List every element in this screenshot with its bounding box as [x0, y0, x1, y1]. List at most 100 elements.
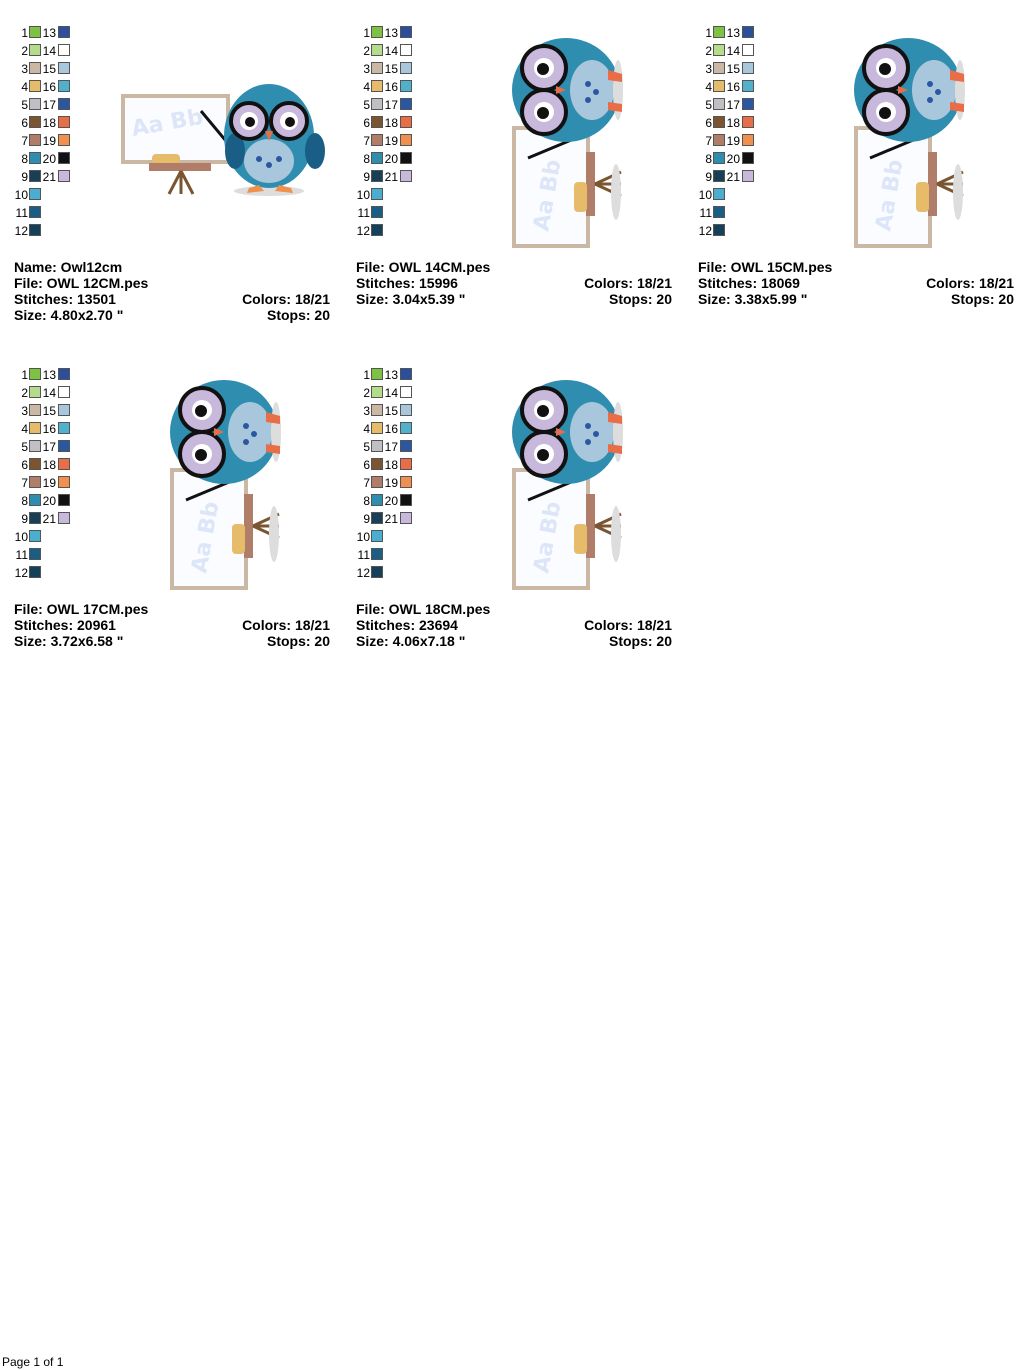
palette-swatch	[400, 134, 412, 146]
palette-number: 7	[705, 134, 712, 148]
owl-teacher-vertical-art: Aa Bb	[512, 380, 623, 590]
palette-swatch	[400, 422, 412, 434]
palette-swatch	[713, 170, 725, 182]
palette-swatch	[371, 224, 383, 236]
palette-swatch	[29, 44, 41, 56]
palette-number: 3	[21, 404, 28, 418]
palette-number: 21	[384, 170, 398, 184]
palette-number: 13	[726, 26, 740, 40]
palette-number: 16	[726, 80, 740, 94]
palette-number: 5	[363, 98, 370, 112]
design-size: Size: 4.80x2.70 "	[14, 307, 124, 323]
palette-number: 10	[14, 530, 28, 544]
design-size: Size: 4.06x7.18 "	[356, 633, 466, 649]
palette-number: 15	[42, 404, 56, 418]
palette-number: 8	[363, 152, 370, 166]
palette-number: 20	[42, 152, 56, 166]
palette-swatch	[742, 152, 754, 164]
palette-swatch	[371, 62, 383, 74]
palette-number: 2	[21, 44, 28, 58]
design-stitches: Stitches: 13501	[14, 291, 116, 307]
palette-swatch	[400, 458, 412, 470]
palette-swatch	[713, 134, 725, 146]
palette-swatch	[713, 98, 725, 110]
palette-swatch	[713, 116, 725, 128]
palette-number: 17	[726, 98, 740, 112]
palette-swatch	[400, 98, 412, 110]
palette-swatch	[29, 422, 41, 434]
palette-number: 3	[363, 404, 370, 418]
palette-swatch	[742, 134, 754, 146]
palette-number: 13	[384, 368, 398, 382]
palette-number: 12	[698, 224, 712, 238]
palette-number: 9	[363, 170, 370, 184]
palette-swatch	[58, 512, 70, 524]
palette-number: 18	[42, 458, 56, 472]
design-colors: Colors: 18/21	[242, 617, 330, 633]
palette-swatch	[371, 170, 383, 182]
palette-number: 21	[42, 170, 56, 184]
owl-teacher-horizontal-art: Aa Bb	[121, 84, 325, 196]
palette-swatch	[371, 98, 383, 110]
design-stitches: Stitches: 23694	[356, 617, 458, 633]
palette-swatch	[371, 80, 383, 92]
palette-swatch	[742, 26, 754, 38]
palette-swatch	[58, 368, 70, 380]
palette-swatch	[400, 386, 412, 398]
design-stops: Stops: 20	[266, 307, 330, 323]
palette-swatch	[58, 494, 70, 506]
palette-swatch	[400, 170, 412, 182]
palette-swatch	[713, 188, 725, 200]
palette-number: 9	[21, 512, 28, 526]
palette-number: 6	[705, 116, 712, 130]
palette-number: 14	[384, 386, 398, 400]
palette-swatch	[742, 62, 754, 74]
design-stitches: Stitches: 20961	[14, 617, 116, 633]
palette-number: 1	[363, 26, 370, 40]
design-size: Size: 3.04x5.39 "	[356, 291, 466, 307]
design-stops: Stops: 20	[608, 633, 672, 649]
palette-swatch	[371, 512, 383, 524]
palette-swatch	[371, 386, 383, 398]
palette-swatch	[58, 476, 70, 488]
palette-swatch	[58, 26, 70, 38]
palette-swatch	[400, 152, 412, 164]
palette-swatch	[29, 530, 41, 542]
palette-number: 16	[384, 80, 398, 94]
palette-swatch	[29, 62, 41, 74]
palette-swatch	[400, 26, 412, 38]
palette-number: 7	[21, 476, 28, 490]
palette-number: 11	[699, 206, 712, 220]
palette-swatch	[58, 440, 70, 452]
owl-teacher-vertical-art: Aa Bb	[854, 38, 965, 248]
palette-number: 5	[705, 98, 712, 112]
palette-swatch	[29, 458, 41, 470]
palette-number: 5	[21, 98, 28, 112]
palette-number: 21	[384, 512, 398, 526]
palette-swatch	[713, 44, 725, 56]
palette-number: 5	[363, 440, 370, 454]
palette-swatch	[400, 62, 412, 74]
design-file: File: OWL 18CM.pes	[356, 601, 491, 617]
owl-teacher-vertical-art: Aa Bb	[170, 380, 281, 590]
palette-number: 2	[363, 44, 370, 58]
page-footer: Page 1 of 1	[2, 1355, 64, 1369]
palette-number: 14	[384, 44, 398, 58]
palette-number: 15	[42, 62, 56, 76]
palette-swatch	[371, 422, 383, 434]
palette-number: 12	[356, 566, 370, 580]
palette-swatch	[713, 62, 725, 74]
palette-swatch	[29, 188, 41, 200]
palette-swatch	[371, 116, 383, 128]
palette-swatch	[58, 152, 70, 164]
palette-number: 3	[705, 62, 712, 76]
palette-swatch	[371, 566, 383, 578]
palette-number: 15	[384, 62, 398, 76]
design-name: Name: Owl12cm	[14, 259, 123, 275]
palette-number: 19	[42, 134, 56, 148]
palette-swatch	[400, 80, 412, 92]
palette-number: 9	[705, 170, 712, 184]
